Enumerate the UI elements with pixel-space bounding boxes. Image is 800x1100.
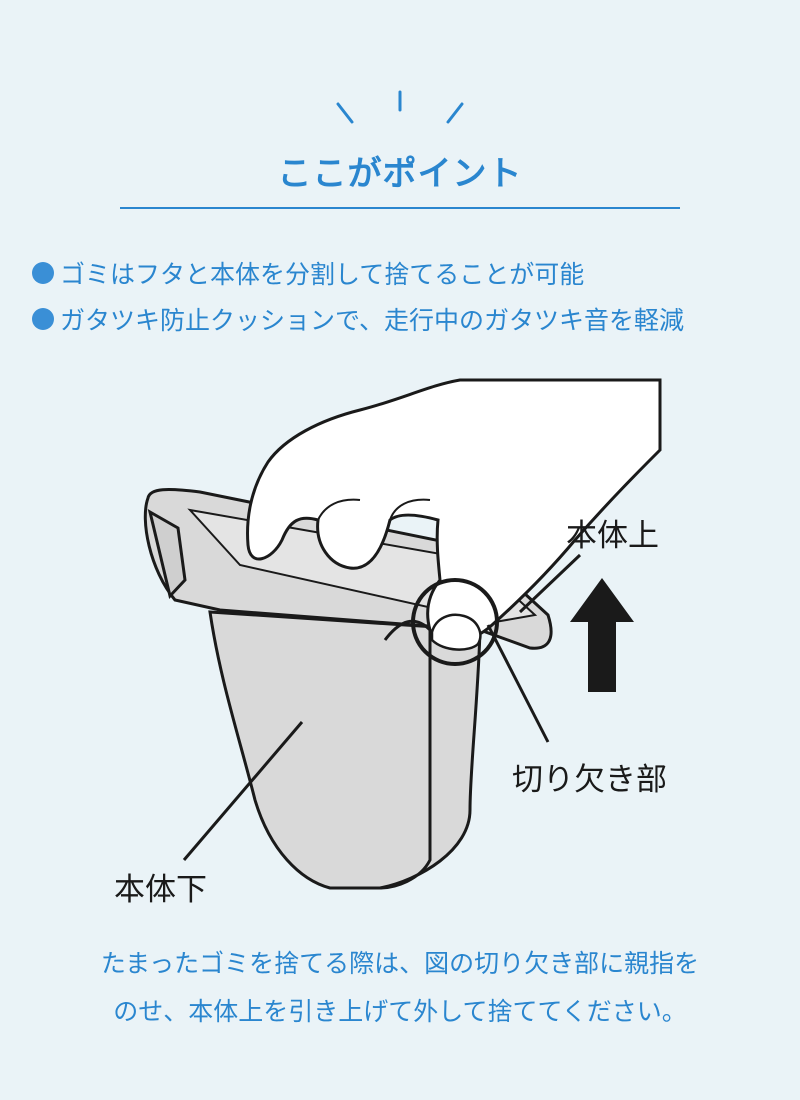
section-title: ここがポイント (277, 154, 523, 194)
feature-point: ゴミはフタと本体を分割して捨てることが可能 (32, 250, 684, 296)
feature-points: ゴミはフタと本体を分割して捨てることが可能 ガタツキ防止クッションで、走行中のガ… (32, 250, 684, 342)
notch-highlight-circle (411, 578, 499, 666)
feature-point: ガタツキ防止クッションで、走行中のガタツキ音を軽減 (32, 296, 684, 342)
arrow-up-icon (570, 578, 634, 692)
leader-line-upper (518, 553, 582, 614)
hand (246, 378, 662, 644)
feature-point-text: ガタツキ防止クッションで、走行中のガタツキ音を軽減 (60, 306, 685, 335)
bin-body-edge (379, 619, 432, 890)
label-upper-body: 本体上 (566, 518, 659, 554)
feature-point-text: ゴミはフタと本体を分割して捨てることが可能 (60, 260, 585, 289)
trash-bin-illustration (143, 378, 662, 890)
caption-line-1: たまったゴミを捨てる際は、図の切り欠き部に親指を (100, 949, 700, 978)
leader-line-notch (486, 624, 550, 743)
bullet-icon (32, 308, 54, 330)
label-lower-body: 本体下 (114, 872, 207, 908)
bin-lower-body (208, 610, 482, 890)
leader-line-lower (182, 721, 304, 861)
title-divider (120, 207, 680, 209)
bin-side-tab (147, 508, 187, 600)
caption-line-2: のせ、本体上を引き上げて外して捨ててください。 (113, 997, 687, 1026)
label-notch: 切り欠き部 (512, 762, 667, 798)
emphasis-burst-icon (336, 90, 464, 124)
bullet-icon (32, 262, 54, 284)
